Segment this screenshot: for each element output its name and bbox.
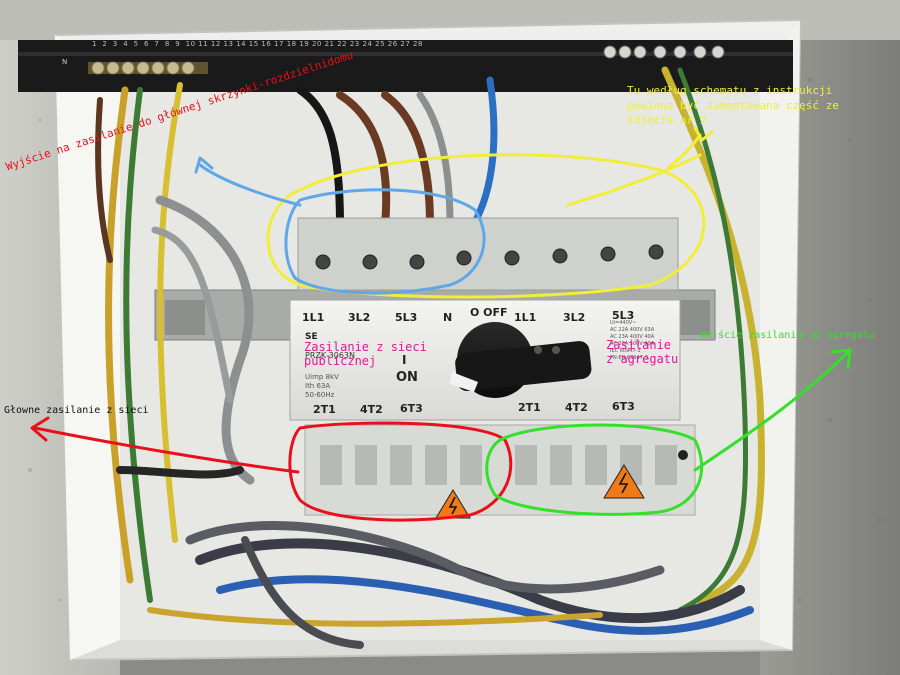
marker-strokes [30,126,852,522]
terminal-label-5l3: 5L3 [395,311,418,324]
brand-mark: SE [305,332,318,342]
off-label: O OFF [470,306,508,319]
rotary-knob [450,322,592,398]
spec-label: Uimp 8kV Ith 63A 50-60Hz [305,373,339,399]
terminal-label-6t3-right: 6T3 [612,400,635,413]
right-spec-label: Ui=440V~ AC 22A 400V 63A AC 23A 400V 40A… [610,320,655,361]
terminal-label-3l2-right: 3L2 [563,311,586,324]
terminal-label-4t2: 4T2 [360,403,383,416]
terminal-label-2t1: 2T1 [313,403,336,416]
terminal-label-6t3: 6T3 [400,402,423,415]
terminal-label-3l2: 3L2 [348,311,371,324]
annotation-public-grid-label: Zasilanie z sieci publicznej [304,340,427,368]
annotation-generator-input: Wejście zasilania od agregatu [700,330,875,341]
terminal-label-5l3-right: 5L3 [612,309,635,322]
enclosure-lip-right [760,20,800,650]
busbar-n-label: N [62,58,68,66]
terminal-label-2t1-right: 2T1 [518,401,541,414]
busbar-numbers: 1 2 3 4 5 6 7 8 9 10 11 12 13 14 15 16 1… [92,40,423,48]
terminal-label-1l1: 1L1 [302,311,325,324]
top-terminal-block [297,217,679,291]
terminal-label-n: N [443,311,453,324]
terminal-label-1l1-right: 1L1 [514,311,537,324]
busbar-screws-right [603,45,725,59]
wires [95,66,765,649]
top-terminal-screws [315,244,664,270]
annotation-instruction-note: Tu według schematu z instrukcji powinna … [627,84,839,127]
bottom-terminal-slots [320,445,677,485]
busbar-screws-left [91,61,195,75]
model-label: PRZK 3063N [305,351,355,360]
on-number: I [402,353,407,367]
terminal-label-4t2-right: 4T2 [565,401,588,414]
on-label: ON [396,370,418,385]
annotation-main-grid-supply: Głowne zasilanie z sieci [4,405,149,416]
warning-sign-right [603,464,645,499]
enclosure-lip-left [55,35,120,660]
annotation-generator-label: Zasilanie z agregatu [606,338,679,366]
